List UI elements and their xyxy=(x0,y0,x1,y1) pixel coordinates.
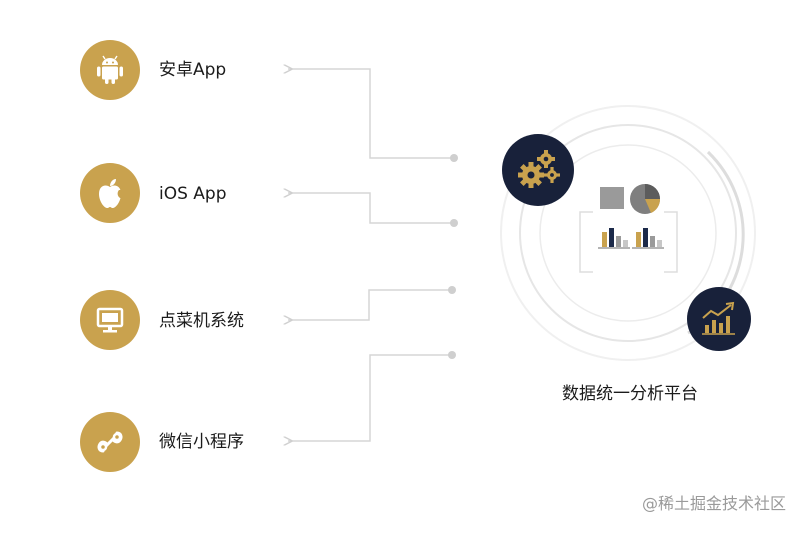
source-label-ios: iOS App xyxy=(159,184,227,204)
connector-dot xyxy=(450,219,458,227)
connector-miniprogram xyxy=(288,354,452,441)
connector-dot xyxy=(448,286,456,294)
source-label-pos: 点菜机系统 xyxy=(159,311,244,331)
hub-ring-outer xyxy=(500,105,756,361)
connector-pos xyxy=(288,289,452,320)
connector-dot xyxy=(450,154,458,162)
monitor-icon xyxy=(80,290,140,350)
connector-dot xyxy=(448,351,456,359)
mini-program-icon xyxy=(80,412,140,472)
gears-icon xyxy=(502,134,574,206)
connector-android xyxy=(288,69,454,159)
source-label-miniprogram: 微信小程序 xyxy=(159,432,244,452)
source-label-android: 安卓App xyxy=(159,60,227,80)
dashboard-frame xyxy=(579,211,678,273)
bar-chart-icon xyxy=(598,228,664,249)
growth-chart-icon xyxy=(687,287,751,351)
apple-icon xyxy=(80,163,140,223)
square-icon xyxy=(600,187,624,209)
connector-ios xyxy=(288,193,454,224)
android-icon xyxy=(80,40,140,100)
watermark: @稀土掘金技术社区 xyxy=(641,494,786,513)
hub-ring-inner xyxy=(539,144,717,322)
hub-ring-middle xyxy=(519,124,737,342)
pie-chart-icon xyxy=(630,184,661,214)
hub-label: 数据统一分析平台 xyxy=(562,384,698,404)
